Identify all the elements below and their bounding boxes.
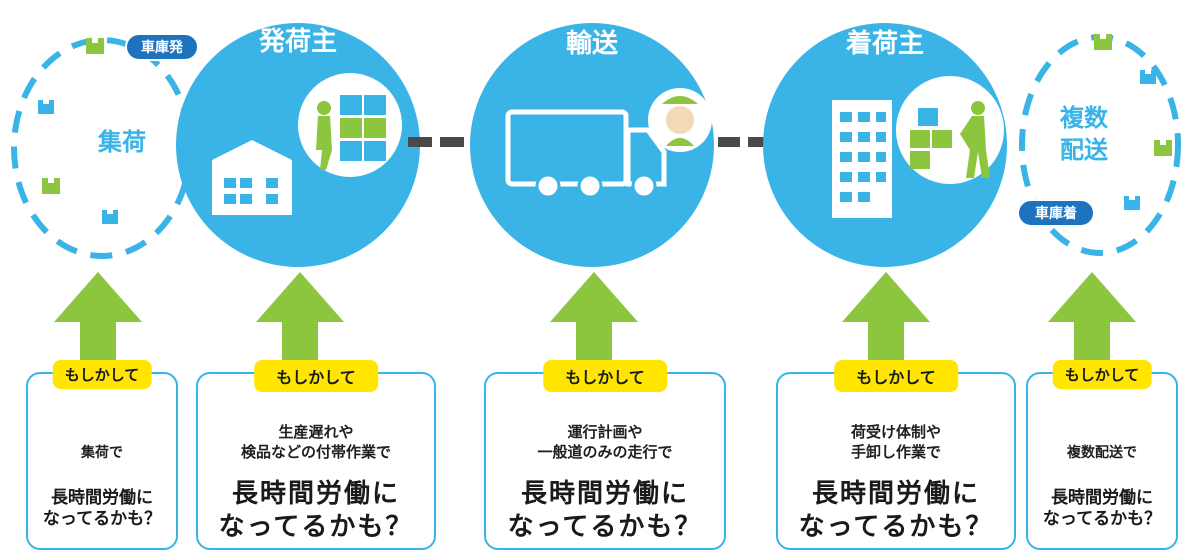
stage-consignee: 着荷主 [763, 23, 1007, 267]
warning-line: 長時間労働に [231, 479, 400, 509]
warning-line: なってるかも？ [507, 511, 703, 542]
worker-unloading-icon [896, 76, 1004, 184]
condition-line: 生産遅れや [278, 423, 354, 441]
box-icon [1154, 140, 1172, 156]
box-icon [1094, 34, 1112, 50]
condition-line: 検品などの付帯作業で [240, 443, 391, 462]
stage-label-consignee: 着荷主 [845, 28, 924, 59]
warning-line: 長時間労働に [811, 479, 980, 509]
building-icon [832, 100, 892, 218]
up-arrow-icon [1048, 272, 1136, 372]
up-arrow-icon [550, 272, 638, 372]
box-icon [1140, 70, 1156, 84]
stage-label-multi-line1: 複数 [1060, 104, 1109, 132]
question-card-consignee: もしかして荷受け体制や手卸し作業で長時間労働になってるかも？ [776, 360, 1016, 550]
up-arrow-icon [256, 272, 344, 372]
truck-icon [505, 109, 667, 199]
stage-label-collect: 集荷 [97, 128, 146, 156]
overtime-warning-text: 長時間労働になってるかも？ [778, 478, 1014, 543]
maybe-tag: もしかして [52, 360, 152, 389]
condition-line: 運行計画や [567, 423, 643, 441]
condition-line: 集荷で [81, 445, 123, 461]
garage-arrive-badge: 車庫着 [1017, 199, 1095, 227]
condition-line: 一般道のみの走行で [537, 443, 673, 462]
warning-line: 長時間労働に [520, 479, 689, 509]
worker-loading-icon [298, 73, 402, 177]
box-icon [86, 38, 104, 54]
warning-line: なってるかも？ [1042, 509, 1162, 530]
garage-depart-badge: 車庫発 [125, 33, 199, 61]
box-icon [42, 178, 60, 194]
stage-circle-transport [470, 23, 714, 267]
condition-text: 生産遅れや検品などの付帯作業で [198, 422, 434, 463]
box-icon [1124, 196, 1140, 210]
maybe-tag: もしかして [543, 360, 667, 392]
box-icon [38, 100, 54, 114]
stage-label-transport: 輸送 [566, 28, 618, 59]
warning-line: なってるかも？ [42, 509, 162, 530]
stage-transport: 輸送 [470, 23, 714, 267]
box-icon [102, 210, 118, 224]
overtime-warning-text: 長時間労働になってるかも？ [486, 478, 724, 543]
condition-line: 荷受け体制や [850, 423, 941, 441]
garage-depart-label: 車庫発 [141, 39, 184, 56]
condition-text: 運行計画や一般道のみの走行で [486, 422, 724, 463]
stage-label-multi-line2: 配送 [1060, 136, 1109, 164]
question-card-collect: もしかして集荷で長時間労働になってるかも？ [26, 360, 178, 550]
stage-multi: 複数 配送 車庫着 [1017, 34, 1181, 256]
warning-line: なってるかも？ [798, 511, 994, 542]
question-card-multi: もしかして複数配送で長時間労働になってるかも？ [1026, 360, 1178, 550]
overtime-warning-text: 長時間労働になってるかも？ [28, 488, 176, 531]
warning-line: 長時間労働に [51, 488, 153, 508]
up-arrow-icon [842, 272, 930, 372]
condition-line: 手卸し作業で [850, 443, 941, 462]
condition-text: 集荷で [28, 444, 176, 463]
connector-shipper-transport [408, 137, 464, 147]
condition-text: 荷受け体制や手卸し作業で [778, 422, 1014, 463]
stage-collect: 車庫発 集荷 [11, 33, 199, 259]
overtime-warning-text: 長時間労働になってるかも？ [1028, 488, 1176, 531]
stage-shipper: 発荷主 [176, 23, 420, 267]
stage-label-shipper: 発荷主 [258, 27, 337, 57]
warehouse-icon [212, 140, 292, 215]
overtime-warning-text: 長時間労働になってるかも？ [198, 478, 434, 543]
driver-icon [648, 88, 712, 152]
question-card-shipper: もしかして生産遅れや検品などの付帯作業で長時間労働になってるかも？ [196, 360, 436, 550]
up-arrow-icon [54, 272, 142, 372]
maybe-tag: もしかして [254, 360, 378, 392]
up-arrows [54, 272, 1136, 372]
maybe-tag: もしかして [834, 360, 958, 392]
warning-line: 長時間労働に [1051, 488, 1153, 508]
garage-arrive-label: 車庫着 [1035, 205, 1077, 222]
question-card-transport: もしかして運行計画や一般道のみの走行で長時間労働になってるかも？ [484, 360, 726, 550]
condition-line: 複数配送で [1067, 445, 1137, 461]
condition-text: 複数配送で [1028, 444, 1176, 463]
maybe-tag: もしかして [1052, 360, 1152, 389]
warning-line: なってるかも？ [218, 511, 414, 542]
